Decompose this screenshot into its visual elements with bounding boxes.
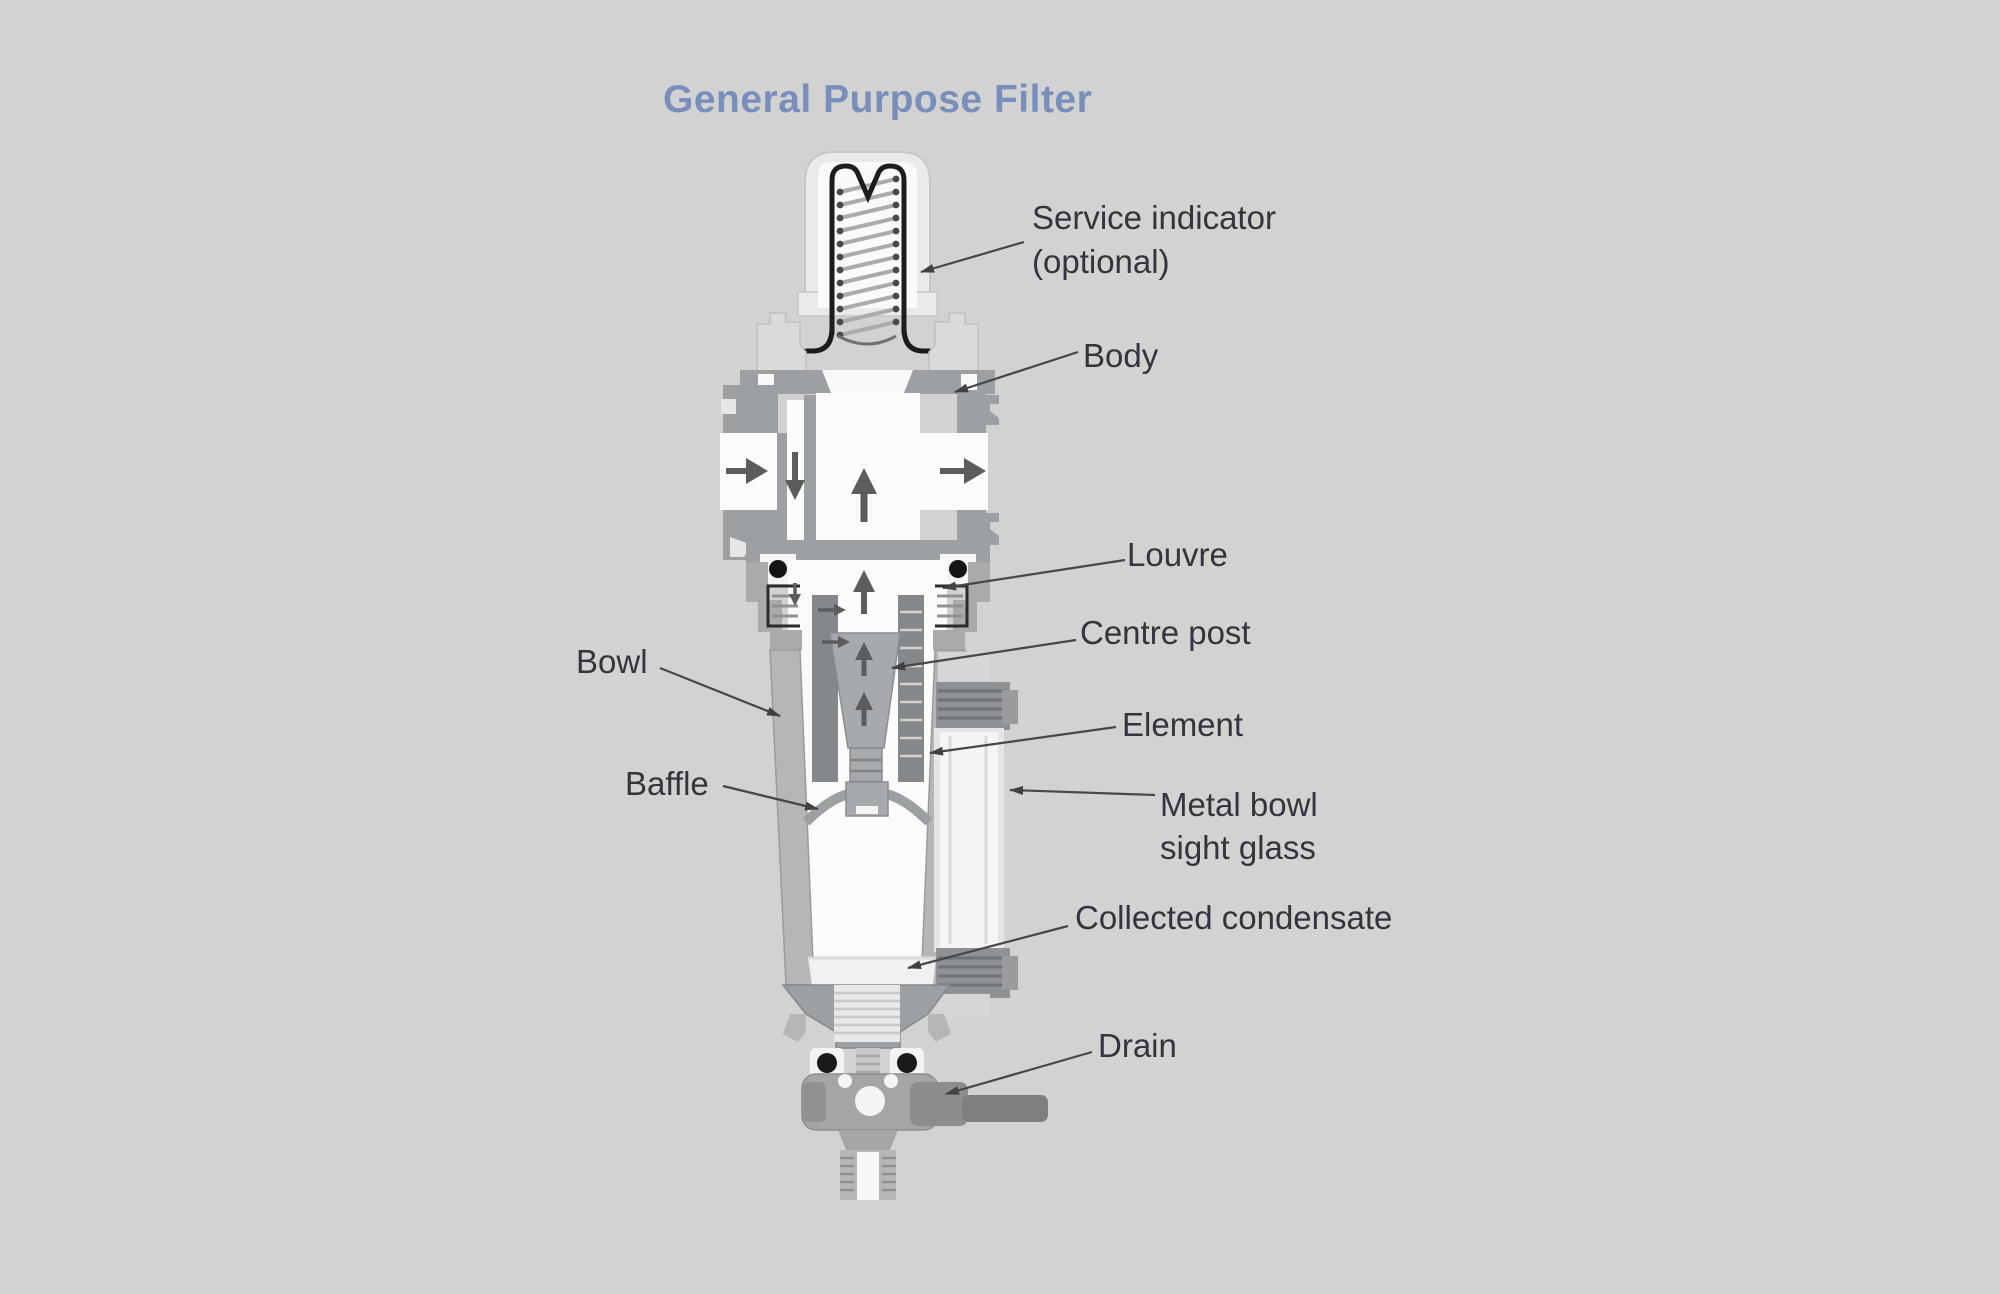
label-service-indicator: Service indicator (optional) [1032, 196, 1276, 284]
service-indicator-drawing [795, 151, 941, 376]
inlet-flow-arrow [726, 458, 768, 484]
label-sight-glass-line2: sight glass [1160, 829, 1316, 866]
drain-handle [962, 1095, 1048, 1122]
condensate-drawing [808, 956, 936, 985]
label-baffle: Baffle [625, 765, 709, 802]
down-flow-arrow [785, 452, 805, 500]
drain-drawing [801, 1048, 1048, 1200]
element-flow-arrow-1 [818, 604, 846, 616]
up-flow-arrow-post-1 [855, 642, 873, 676]
leader-centre-post [891, 638, 1077, 671]
sight-glass-drawing [934, 652, 1018, 1016]
element-flow-arrow-2 [822, 636, 850, 648]
leader-element [929, 725, 1117, 756]
baffle-drawing [802, 781, 933, 826]
leader-sight-glass [1009, 785, 1156, 797]
leader-louvre [942, 558, 1126, 591]
up-flow-arrow-post-2 [855, 692, 873, 726]
leader-bowl [659, 666, 781, 718]
label-sight-glass-line1: Metal bowl [1160, 786, 1318, 823]
label-body: Body [1083, 337, 1159, 374]
label-sight-glass: Metal bowl sight glass [1160, 783, 1318, 869]
bowl-bottom-taper [781, 984, 952, 1049]
label-centre-post: Centre post [1080, 614, 1251, 651]
label-service-indicator-line2: (optional) [1032, 243, 1170, 280]
leader-condensate [907, 924, 1069, 970]
leader-body [954, 350, 1079, 394]
label-louvre: Louvre [1127, 536, 1228, 573]
flow-arrows [726, 452, 986, 726]
up-flow-arrow-main [851, 468, 877, 522]
label-bowl: Bowl [576, 643, 648, 680]
up-flow-arrow-neck [853, 570, 875, 614]
label-drain: Drain [1098, 1027, 1177, 1064]
label-collected-condensate: Collected condensate [1075, 899, 1393, 936]
down-flow-arrow-small [789, 583, 801, 606]
bonnet [756, 312, 979, 375]
outlet-flow-arrow [940, 458, 986, 484]
page-title: General Purpose Filter [663, 78, 1093, 121]
leader-drain [945, 1050, 1093, 1096]
leader-service-indicator [920, 240, 1025, 274]
spring-coil-dots [836, 175, 900, 339]
element-drawing [812, 595, 924, 782]
leader-baffle [722, 784, 819, 811]
drain-seal-right [897, 1053, 917, 1073]
label-service-indicator-line1: Service indicator [1032, 199, 1276, 236]
drain-ball [855, 1086, 885, 1116]
drain-seal-left [817, 1053, 837, 1073]
leader-lines [659, 240, 1156, 1096]
label-element: Element [1122, 706, 1244, 743]
